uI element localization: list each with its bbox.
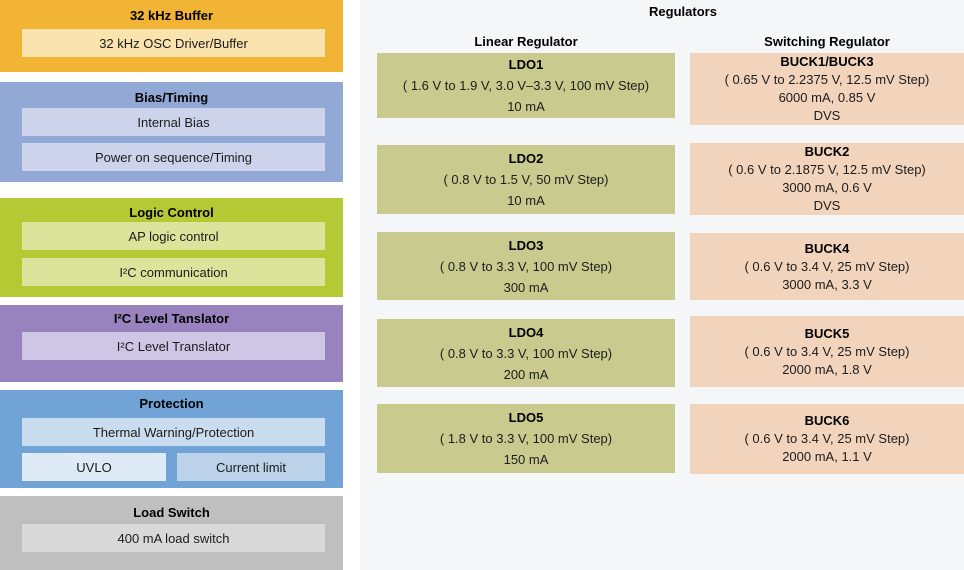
block-title: Load Switch: [133, 505, 210, 520]
regulator-feature: DVS: [813, 108, 841, 123]
regulator-current: 2000 mA, 1.8 V: [782, 361, 872, 377]
regulator-name: BUCK5: [804, 325, 850, 341]
block-item-current-limit: Current limit: [177, 453, 325, 481]
regulator-range: ( 0.8 V to 1.5 V, 50 mV Step): [443, 172, 609, 187]
buck2-block: BUCK2 ( 0.6 V to 2.1875 V, 12.5 mV Step)…: [690, 143, 964, 215]
regulator-range: ( 0.6 V to 3.4 V, 25 mV Step): [744, 258, 910, 274]
block-title: 32 kHz Buffer: [129, 8, 214, 23]
block-item: I²C communication: [22, 258, 325, 286]
regulator-range: ( 0.65 V to 2.2375 V, 12.5 mV Step): [724, 72, 930, 87]
ldo4-block: LDO4 ( 0.8 V to 3.3 V, 100 mV Step) 200 …: [377, 319, 675, 387]
buck1-buck3-block: BUCK1/BUCK3 ( 0.65 V to 2.2375 V, 12.5 m…: [690, 53, 964, 125]
ldo1-block: LDO1 ( 1.6 V to 1.9 V, 3.0 V–3.3 V, 100 …: [377, 53, 675, 118]
regulator-current: 200 mA: [503, 366, 549, 382]
linear-regulator-header: Linear Regulator: [474, 34, 578, 49]
block-item: AP logic control: [22, 222, 325, 250]
regulator-current: 3000 mA, 3.3 V: [782, 276, 872, 292]
regulator-range: ( 0.6 V to 3.4 V, 25 mV Step): [744, 343, 910, 359]
block-protection: Protection Thermal Warning/Protection UV…: [0, 390, 343, 488]
block-logic-control: Logic Control AP logic control I²C commu…: [0, 198, 343, 297]
ldo5-block: LDO5 ( 1.8 V to 3.3 V, 100 mV Step) 150 …: [377, 404, 675, 473]
regulator-current: 300 mA: [503, 279, 549, 295]
block-i2c-level-translator: I²C Level Tanslator I²C Level Translator: [0, 305, 343, 382]
regulator-current: 150 mA: [503, 452, 549, 467]
block-bias-timing: Bias/Timing Internal Bias Power on seque…: [0, 82, 343, 182]
switching-regulator-header: Switching Regulator: [764, 34, 890, 49]
block-item: Internal Bias: [22, 108, 325, 136]
regulator-name: LDO4: [508, 324, 544, 340]
block-item: 32 kHz OSC Driver/Buffer: [22, 29, 325, 57]
buck5-block: BUCK5 ( 0.6 V to 3.4 V, 25 mV Step) 2000…: [690, 316, 964, 387]
regulator-name: BUCK2: [804, 144, 850, 159]
block-item-thermal: Thermal Warning/Protection: [22, 418, 325, 446]
regulator-range: ( 0.8 V to 3.3 V, 100 mV Step): [439, 258, 613, 274]
regulator-name: LDO2: [508, 151, 544, 166]
block-item: I²C Level Translator: [22, 332, 325, 360]
regulator-range: ( 1.8 V to 3.3 V, 100 mV Step): [439, 431, 613, 446]
block-title: Bias/Timing: [134, 90, 209, 105]
block-32khz-buffer: 32 kHz Buffer 32 kHz OSC Driver/Buffer: [0, 0, 343, 72]
regulator-range: ( 0.8 V to 3.3 V, 100 mV Step): [439, 345, 613, 361]
regulator-range: ( 0.6 V to 3.4 V, 25 mV Step): [744, 431, 910, 446]
buck6-block: BUCK6 ( 0.6 V to 3.4 V, 25 mV Step) 2000…: [690, 404, 964, 474]
block-item: Power on sequence/Timing: [22, 143, 325, 171]
ldo2-block: LDO2 ( 0.8 V to 1.5 V, 50 mV Step) 10 mA: [377, 145, 675, 214]
regulator-name: BUCK6: [804, 413, 850, 428]
block-title: Logic Control: [129, 205, 214, 220]
regulators-title: Regulators: [649, 4, 717, 19]
regulator-name: LDO3: [508, 237, 544, 253]
regulator-feature: DVS: [813, 198, 841, 213]
block-item-uvlo: UVLO: [22, 453, 166, 481]
regulator-range: ( 1.6 V to 1.9 V, 3.0 V–3.3 V, 100 mV St…: [402, 78, 650, 93]
block-item: 400 mA load switch: [22, 524, 325, 552]
regulator-current: 6000 mA, 0.85 V: [778, 90, 876, 105]
regulator-current: 3000 mA, 0.6 V: [782, 180, 872, 195]
regulator-name: LDO5: [508, 410, 544, 425]
regulator-current: 10 mA: [507, 193, 545, 208]
regulator-range: ( 0.6 V to 2.1875 V, 12.5 mV Step): [728, 162, 926, 177]
buck4-block: BUCK4 ( 0.6 V to 3.4 V, 25 mV Step) 3000…: [690, 233, 964, 300]
regulator-name: BUCK4: [804, 240, 850, 256]
block-title: Protection: [139, 396, 204, 411]
block-load-switch: Load Switch 400 mA load switch: [0, 496, 343, 570]
block-title: I²C Level Tanslator: [113, 311, 230, 326]
regulator-current: 10 mA: [507, 99, 545, 114]
ldo3-block: LDO3 ( 0.8 V to 3.3 V, 100 mV Step) 300 …: [377, 232, 675, 300]
regulator-name: LDO1: [508, 57, 544, 72]
regulator-name: BUCK1/BUCK3: [780, 54, 874, 69]
regulator-current: 2000 mA, 1.1 V: [782, 449, 872, 464]
